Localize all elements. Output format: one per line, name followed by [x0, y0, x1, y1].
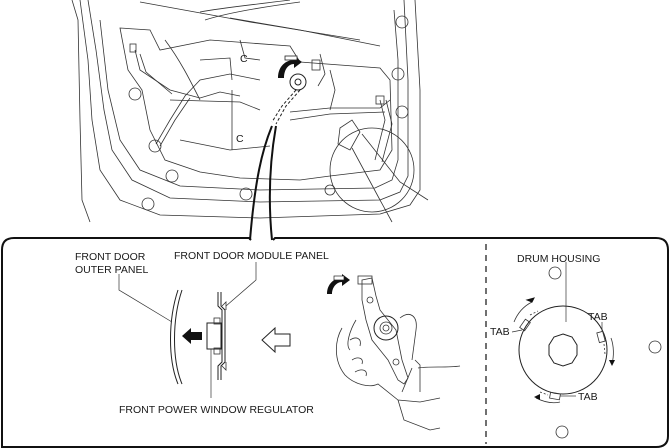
regulator-block	[206, 322, 222, 350]
rotate-arrow-icon	[278, 56, 302, 78]
detail-inset-frame	[1, 237, 669, 448]
drum-housing-small	[373, 315, 399, 341]
mount-hole	[141, 197, 155, 211]
rotation-arrow-left	[513, 301, 533, 323]
mount-hole	[165, 169, 179, 183]
tab-bottom	[549, 391, 561, 401]
module-panel-label: FRONT DOOR MODULE PANEL	[174, 250, 329, 262]
module-panel-line	[217, 292, 223, 380]
drum-housing-view: DRUM HOUSING TAB TAB TAB	[490, 253, 662, 439]
mount-hole	[391, 67, 405, 81]
bolt-icon	[289, 73, 307, 91]
door-inner-frame	[87, 0, 409, 203]
mount-hole	[648, 340, 662, 354]
mount-hole	[324, 184, 336, 196]
mount-hole	[239, 187, 253, 201]
regulator-label: FRONT POWER WINDOW REGULATOR	[119, 404, 314, 416]
module-panel	[119, 27, 393, 181]
mount-hole	[548, 266, 562, 280]
hand-tool	[337, 119, 361, 151]
outline-arrow-icon	[261, 326, 291, 354]
tab-right	[596, 330, 606, 344]
solid-arrow-icon	[182, 328, 202, 344]
mount-hole	[395, 105, 409, 119]
callout-line-right	[268, 125, 277, 241]
outer-panel-line	[170, 289, 179, 385]
drum-housing-label: DRUM HOUSING	[517, 253, 600, 265]
octagon-hub	[548, 333, 578, 367]
mount-hole	[555, 425, 569, 439]
tab-label-right: TAB	[588, 311, 608, 323]
hand-outline	[335, 327, 441, 403]
door-trim-line	[99, 9, 399, 191]
regulator-part	[361, 277, 409, 385]
svg-text:C: C	[236, 133, 244, 145]
tab-left	[519, 318, 531, 332]
mount-hole	[395, 15, 409, 29]
tab-label-left: TAB	[490, 326, 510, 338]
outer-panel-label-line2: OUTER PANEL	[75, 264, 148, 276]
mount-hole	[148, 139, 162, 153]
wire-harness	[134, 49, 241, 99]
callout-line-left	[249, 125, 273, 241]
svg-text:C: C	[240, 53, 248, 65]
tab-label-bottom: TAB	[578, 391, 598, 403]
hand-holding-regulator	[327, 274, 461, 431]
speaker-opening	[329, 127, 415, 213]
door-frame-left	[71, 0, 91, 223]
outer-panel-label-line1: FRONT DOOR	[75, 251, 146, 263]
door-frame-outline	[79, 0, 421, 219]
mount-hole	[128, 87, 142, 101]
door-illustration: C C	[71, 0, 429, 223]
cross-section-view: FRONT DOOR OUTER PANEL FRONT DOOR MODULE…	[75, 250, 329, 416]
drum-housing	[518, 305, 608, 395]
